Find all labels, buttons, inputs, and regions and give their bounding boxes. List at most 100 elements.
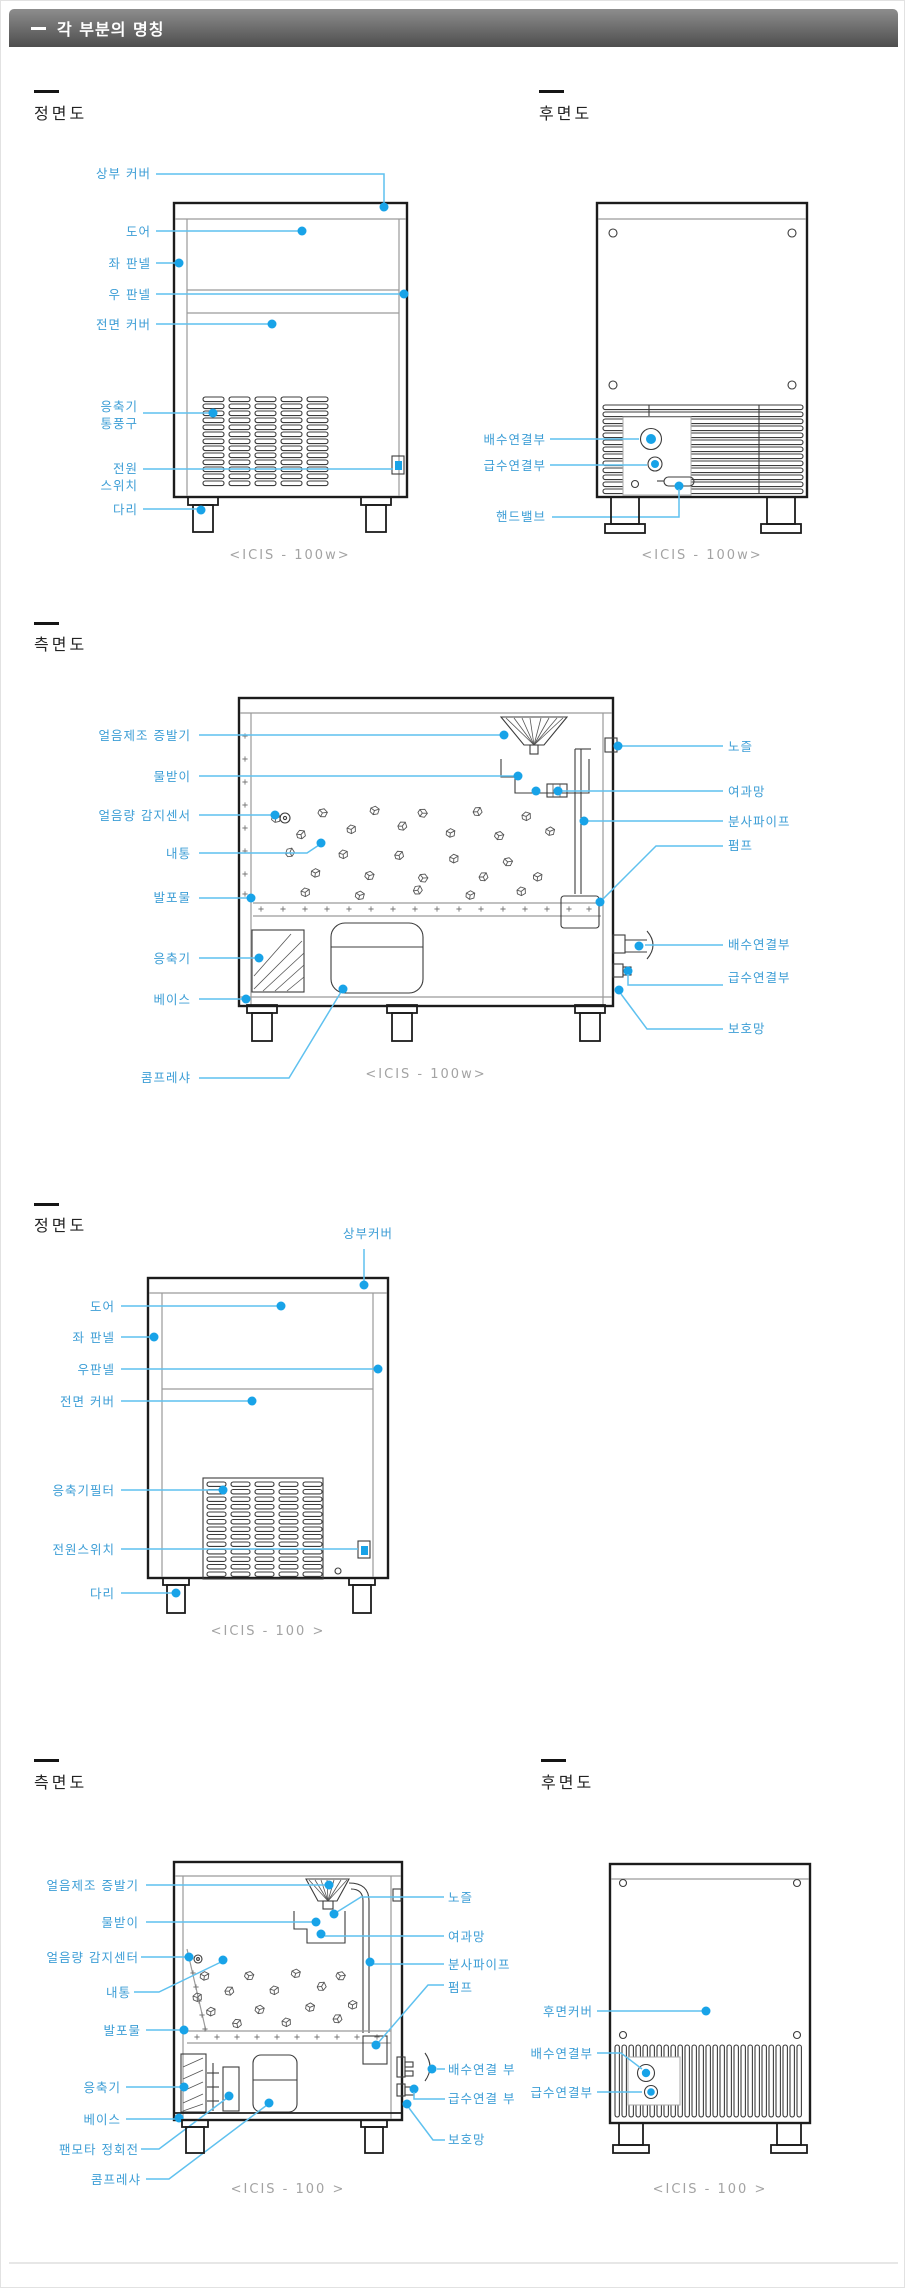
condenser (251, 929, 305, 993)
section-title-side-100w: 측면도 (34, 635, 88, 654)
section-title-rear-100w: 후면도 (539, 104, 593, 123)
label-water-tray: 물받이 (153, 769, 191, 784)
title-overline (34, 90, 59, 93)
label-base: 베이스 (153, 992, 191, 1007)
label-nozzle: 노즐 (728, 739, 754, 754)
screw (630, 479, 640, 489)
pump (362, 2035, 388, 2065)
vent-grille (202, 396, 329, 487)
spray-pipes (348, 1882, 370, 2033)
side-view-100w-drawing (199, 696, 723, 1079)
legs (612, 2122, 808, 2154)
label-right-panel: 우 판넬 (108, 287, 151, 302)
label-pump: 펌프 (728, 838, 754, 853)
section-title-rear-100: 후면도 (541, 1773, 595, 1792)
screws (618, 1878, 802, 2040)
label-power-switch: 전원 스위치 (100, 461, 138, 493)
title-overline (34, 1203, 59, 1206)
label-leg: 다리 (112, 502, 138, 517)
legs (181, 2119, 388, 2154)
label-drain-connection: 배수연결 부 (448, 2062, 516, 2077)
dash-icon (31, 26, 46, 30)
legs (162, 1577, 376, 1614)
label-right-panel: 우판넬 (77, 1362, 115, 1377)
ice-cubes (270, 804, 556, 902)
label-hand-valve: 핸드밸브 (495, 509, 546, 524)
water-tray (500, 759, 590, 794)
legs (604, 496, 802, 534)
label-power-switch: 전원스위치 (52, 1542, 115, 1557)
title-overline (541, 1759, 566, 1762)
ice-level-sensor (193, 1954, 203, 1964)
label-ice-sensor: 얼음량 감지센터 (46, 1950, 139, 1965)
label-guard-net: 보호망 (448, 2132, 486, 2147)
supply-connection (612, 963, 633, 978)
label-door: 도어 (125, 224, 151, 239)
label-drain-connection: 배수연결부 (483, 432, 546, 447)
label-left-panel: 좌 판넬 (108, 256, 151, 271)
section-title-front-100w: 정면도 (34, 104, 88, 123)
label-supply-connection: 급수연결 부 (448, 2091, 516, 2106)
title-overline (34, 1759, 59, 1762)
condenser-filter-grille (202, 1477, 324, 1580)
water-tray (293, 1911, 346, 1944)
label-condenser-vent: 응축기 통풍구 (100, 399, 138, 431)
label-condenser: 응축기 (153, 951, 191, 966)
label-compressor: 콤프레샤 (90, 2172, 141, 2187)
foam-insulation-marks (241, 732, 593, 913)
spray-pipes (574, 737, 618, 894)
label-top-cover: 상부 커버 (96, 166, 151, 181)
label-left-panel: 좌 판넬 (72, 1330, 115, 1345)
model-caption: <ICIS - 100w> (641, 548, 763, 563)
label-leg: 다리 (89, 1586, 115, 1601)
label-supply-connection: 급수연결부 (530, 2085, 593, 2100)
label-door: 도어 (89, 1299, 115, 1314)
drain-connection (636, 2063, 656, 2083)
front-view-100w-drawing (143, 173, 409, 533)
label-foam: 발포물 (103, 2023, 141, 2038)
compressor (330, 922, 424, 994)
section-header-bar: 각 부분의 명칭 (9, 9, 898, 47)
label-filter: 여과망 (448, 1929, 486, 1944)
section-title-front-100: 정면도 (34, 1216, 88, 1235)
condenser-fins (602, 404, 804, 495)
evaporator (499, 716, 569, 755)
drain-connection (639, 427, 663, 451)
model-caption: <ICIS - 100 > (230, 2182, 346, 2197)
label-filter: 여과망 (728, 784, 766, 799)
fan-motor (207, 2063, 240, 2112)
label-nozzle: 노즐 (448, 1890, 474, 1905)
title-overline (539, 90, 564, 93)
label-ice-sensor: 얼음량 감지센서 (98, 808, 191, 823)
rear-view-100-drawing (597, 1862, 812, 2154)
power-switch (391, 455, 405, 475)
label-drain-connection: 배수연결부 (728, 937, 791, 952)
pump (560, 895, 600, 929)
label-condenser: 응축기 (83, 2080, 121, 2095)
title-overline (34, 622, 59, 625)
compressor (252, 2054, 298, 2113)
label-base: 베이스 (83, 2112, 121, 2127)
label-pump: 펌프 (448, 1980, 474, 1995)
front-view-100-drawing (121, 1249, 390, 1614)
label-front-cover: 전면 커버 (96, 317, 151, 332)
label-drain-connection: 배수연결부 (530, 2046, 593, 2061)
power-switch (357, 1540, 371, 1559)
label-compressor: 콤프레샤 (140, 1070, 191, 1085)
label-foam: 발포물 (153, 890, 191, 905)
model-caption: <ICIS - 100w> (365, 1067, 487, 1082)
label-inner-tank: 내통 (165, 846, 191, 861)
label-supply-connection: 급수연결부 (728, 970, 791, 985)
fitting (392, 1888, 402, 1902)
label-top-cover: 상부커버 (343, 1226, 394, 1241)
ice-level-sensor (279, 812, 291, 824)
condenser (180, 2053, 207, 2113)
label-spray-pipe: 분사파이프 (728, 814, 791, 829)
label-front-cover: 전면 커버 (60, 1394, 115, 1409)
label-water-tray: 물받이 (101, 1915, 139, 1930)
label-evaporator: 얼음제조 증발기 (98, 728, 191, 743)
foam-insulation-marks (186, 1955, 381, 2041)
label-fan-motor: 팬모타 정회전 (59, 2142, 139, 2157)
supply-connection (643, 2084, 659, 2100)
